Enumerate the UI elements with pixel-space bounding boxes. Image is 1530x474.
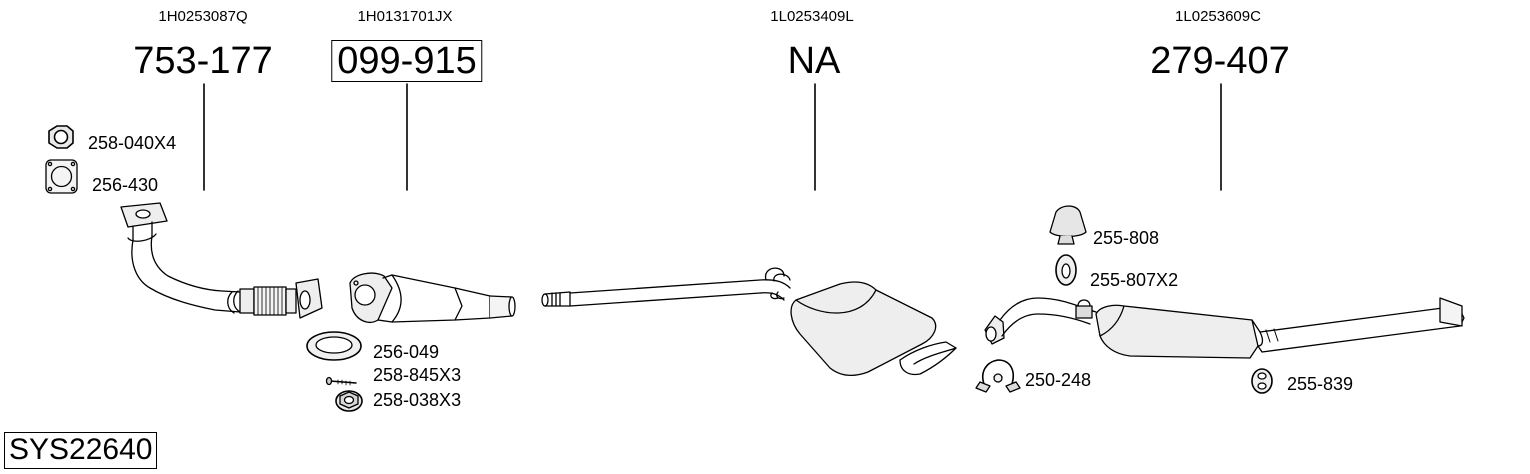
part-number-front-pipe[interactable]: 753-177 bbox=[133, 40, 273, 82]
label-nut-x4: 258-040X4 bbox=[88, 133, 177, 153]
part-number-middle-silencer[interactable]: NA bbox=[787, 40, 841, 82]
oem-number-catalytic-converter: 1H0131701JX bbox=[357, 8, 453, 25]
oem-number-front-pipe: 1H0253087Q bbox=[158, 8, 248, 25]
label-bolt-x3: 258-845X3 bbox=[373, 365, 462, 385]
label-flange-nut-x3: 258-038X3 bbox=[373, 390, 462, 410]
label-hanger-ring-x2: 255-807X2 bbox=[1090, 270, 1179, 290]
rear-silencer-drawing bbox=[984, 297, 1465, 359]
label-clamp: 250-248 bbox=[1025, 370, 1092, 390]
clamp-icon bbox=[975, 359, 1021, 393]
label-rubber-ring: 255-839 bbox=[1287, 374, 1354, 394]
part-number-catalytic-converter[interactable]: 099-915 bbox=[331, 40, 483, 82]
label-flange-gasket: 256-430 bbox=[92, 175, 159, 195]
rubber-ring-icon bbox=[1251, 368, 1273, 394]
flange-gasket-icon bbox=[45, 159, 78, 194]
bolt-icon bbox=[325, 376, 357, 386]
catalytic-converter-drawing bbox=[349, 272, 516, 323]
front-pipe-drawing bbox=[120, 202, 323, 319]
label-ring-gasket: 256-049 bbox=[373, 342, 440, 362]
rubber-mount-icon bbox=[1049, 205, 1087, 245]
oem-number-rear-silencer: 1L0253609C bbox=[1175, 8, 1261, 25]
hanger-ring-icon bbox=[1055, 254, 1077, 286]
system-code: SYS22640 bbox=[4, 432, 158, 469]
part-number-rear-silencer[interactable]: 279-407 bbox=[1150, 40, 1290, 82]
oem-number-middle-silencer: 1L0253409L bbox=[770, 8, 854, 25]
middle-silencer-drawing bbox=[541, 267, 957, 377]
hex-nut-icon bbox=[48, 125, 74, 149]
leader-lines bbox=[203, 83, 1222, 191]
ring-gasket-icon bbox=[306, 331, 362, 361]
label-rubber-mount: 255-808 bbox=[1093, 228, 1160, 248]
flange-nut-icon bbox=[335, 390, 363, 412]
